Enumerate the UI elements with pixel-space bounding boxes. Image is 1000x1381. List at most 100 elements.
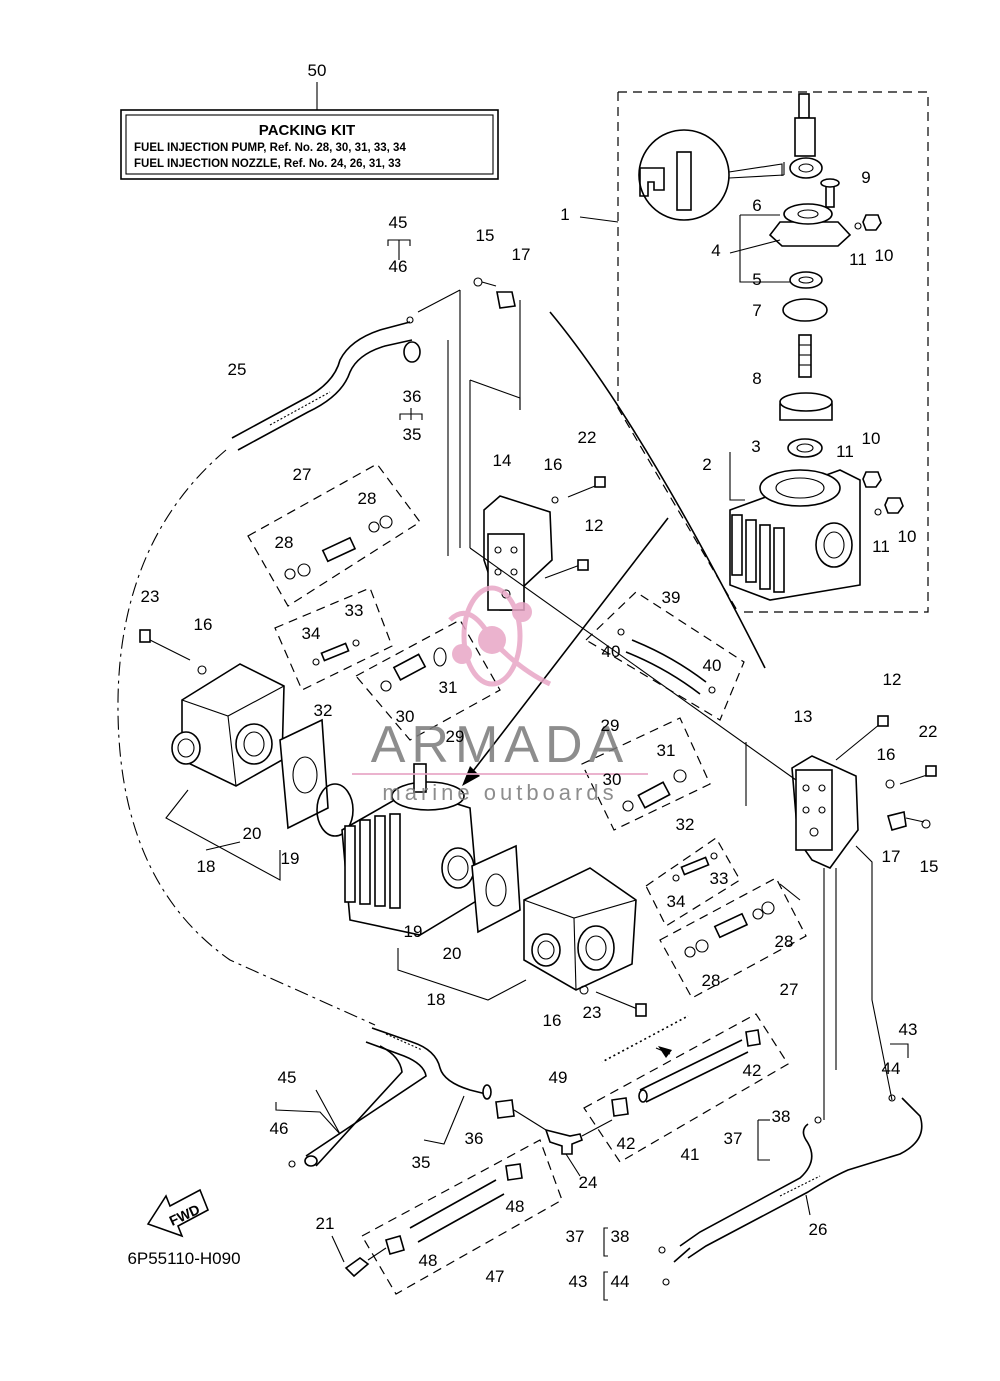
callout-36: 36 (403, 387, 422, 406)
callout-22: 22 (578, 428, 597, 447)
packing-kit-ref: 50 (308, 61, 327, 80)
watermark-brand: ARMADA (371, 716, 629, 774)
group-box-32-upper (274, 587, 393, 691)
callout-30: 30 (396, 707, 415, 726)
callout-34: 34 (302, 624, 321, 643)
ref-brackets (387, 239, 423, 420)
callout-19: 19 (281, 849, 300, 868)
callout-31: 31 (657, 741, 676, 760)
callout-25: 25 (228, 360, 247, 379)
callout-32: 32 (676, 815, 695, 834)
callout-44: 44 (611, 1272, 630, 1291)
callout-28: 28 (702, 971, 721, 990)
pump-body-center (341, 763, 479, 936)
callout-33: 33 (710, 869, 729, 888)
hose-39 (617, 628, 716, 695)
callout-11: 11 (872, 537, 890, 556)
callout-5: 5 (752, 270, 761, 289)
callout-13: 13 (794, 707, 813, 726)
callout-34: 34 (667, 892, 686, 911)
callout-44: 44 (882, 1059, 901, 1078)
fitting-right-28 (684, 901, 775, 958)
callout-20: 20 (243, 824, 262, 843)
group-box-29-right (581, 717, 711, 831)
fitting-right-31 (622, 769, 687, 812)
callout-33: 33 (345, 601, 364, 620)
callout-16: 16 (194, 615, 213, 634)
callout-48: 48 (419, 1251, 438, 1270)
group-box-27-upper (247, 463, 421, 607)
callout-48: 48 (506, 1197, 525, 1216)
fitting-right-33 (672, 852, 718, 882)
gasket-center (471, 844, 521, 934)
callout-47: 47 (486, 1267, 505, 1286)
callout-2: 2 (702, 455, 711, 474)
fuel-filter-49 (599, 1011, 691, 1067)
packing-kit-line2: FUEL INJECTION NOZZLE, Ref. No. 24, 26, … (134, 158, 401, 170)
callout-28: 28 (275, 533, 294, 552)
callout-7: 7 (752, 301, 761, 320)
callout-16: 16 (877, 745, 896, 764)
fitting-upper-28 (284, 515, 393, 580)
callout-29: 29 (446, 727, 465, 746)
callout-29: 29 (601, 716, 620, 735)
watermark: ARMADA marine outboards (352, 585, 648, 805)
upper-fuel-hose (117, 289, 461, 1026)
group-box-41 (583, 1013, 789, 1163)
callout-35: 35 (412, 1153, 431, 1172)
callout-27: 27 (780, 980, 799, 999)
callout-8: 8 (752, 369, 761, 388)
callout-1: 1 (560, 205, 569, 224)
fuel-pump-left (139, 629, 285, 787)
callout-30: 30 (603, 770, 622, 789)
callout-22: 22 (919, 722, 938, 741)
callout-45: 45 (278, 1068, 297, 1087)
callout-17: 17 (882, 847, 901, 866)
fitting-upper-31 (380, 647, 447, 692)
callout-43: 43 (569, 1272, 588, 1291)
gasket-left (279, 718, 354, 837)
section-divider-line (549, 311, 766, 669)
callout-23: 23 (583, 1003, 602, 1022)
callout-37: 37 (724, 1129, 743, 1148)
callout-40: 40 (602, 642, 621, 661)
lower-hose-35 (275, 1027, 515, 1168)
bracket-13 (469, 547, 937, 869)
group-box-27-right (659, 877, 807, 999)
packing-kit-line1: FUEL INJECTION PUMP, Ref. No. 28, 30, 31… (134, 142, 406, 154)
callout-36: 36 (465, 1129, 484, 1148)
callout-27: 27 (293, 465, 312, 484)
tee-joint-24 (513, 1109, 613, 1177)
callout-46: 46 (270, 1119, 289, 1138)
callout-12: 12 (585, 516, 604, 535)
callout-38: 38 (611, 1227, 630, 1246)
callout-17: 17 (512, 245, 531, 264)
right-down-lines (779, 845, 893, 1120)
callout-40: 40 (703, 656, 722, 675)
callout-3: 3 (751, 437, 760, 456)
callout-16: 16 (543, 1011, 562, 1030)
callout-41: 41 (681, 1145, 700, 1164)
group-box-39 (585, 591, 745, 721)
pump-body-upper (729, 469, 861, 601)
callout-35: 35 (403, 425, 422, 444)
callout-10: 10 (875, 246, 894, 265)
callout-6: 6 (752, 196, 761, 215)
callout-26: 26 (809, 1220, 828, 1239)
pump-internals (729, 93, 904, 516)
callout-42: 42 (743, 1061, 762, 1080)
y-hose-26 (603, 1043, 923, 1301)
callout-11: 11 (836, 442, 854, 461)
pump-assembly-frame (579, 91, 929, 613)
callout-19: 19 (404, 922, 423, 941)
callout-23: 23 (141, 587, 160, 606)
callout-45: 45 (389, 213, 408, 232)
callout-28: 28 (358, 489, 377, 508)
callout-21: 21 (316, 1214, 335, 1233)
callout-18: 18 (197, 857, 216, 876)
callout-49: 49 (549, 1068, 568, 1087)
fitting-upper-33 (312, 639, 360, 666)
callout-28: 28 (775, 932, 794, 951)
bracket-18-upper (165, 789, 281, 881)
